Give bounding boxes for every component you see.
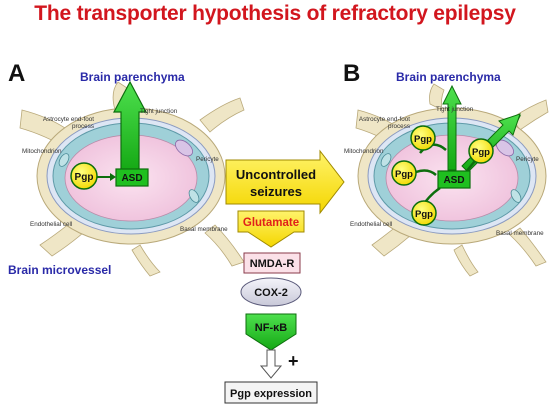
svg-text:Pgp: Pgp (395, 169, 413, 180)
panel-a-letter: A (8, 60, 26, 87)
panel-a-tight-junction-label: Tight junction (140, 108, 178, 115)
nfkb-text: NF-κB (255, 322, 287, 334)
pgp-expression-text: Pgp expression (230, 388, 312, 400)
astrocyte-process (204, 224, 245, 267)
panel-a-brain-parenchyma-label: Brain parenchyma (80, 70, 185, 84)
panel-a-asd-node: ASD (115, 168, 149, 187)
svg-text:Pgp: Pgp (415, 209, 433, 220)
astrocyte-process (131, 244, 161, 277)
panel-b-letter: B (343, 60, 361, 87)
svg-text:ASD: ASD (443, 175, 464, 186)
cox2-ellipse: COX-2 (240, 277, 302, 307)
panel-a-mitochondrion-label: Mitochondrion (22, 148, 62, 155)
nfkb-shape: NF-κB (245, 313, 297, 351)
panel-b-pgp-right: Pgp (468, 138, 494, 164)
astrocyte-process (199, 97, 245, 133)
nmda-r-box: NMDA-R (243, 252, 301, 274)
seizures-line1: Uncontrolled (236, 167, 316, 182)
panel-a-pericyte-label: Pericyte (196, 156, 219, 163)
panel-a-efflux-arrow (113, 80, 147, 173)
seizures-line2: seizures (250, 184, 302, 199)
figure-title: The transporter hypothesis of refractory… (34, 2, 516, 25)
panel-b-asd-node: ASD (437, 170, 471, 189)
uncontrolled-seizures-arrow: Uncontrolled seizures (225, 149, 345, 215)
glutamate-text: Glutamate (243, 217, 299, 229)
panel-a-asd-text: ASD (121, 173, 142, 184)
panel-b-pgp-bottom: Pgp (411, 200, 437, 226)
panel-b-pgp-top-left: Pgp (410, 125, 436, 151)
panel-a-basal-label: Basal membrane (180, 226, 228, 233)
svg-text:Pgp: Pgp (414, 134, 432, 145)
panel-b-mitochondrion-label: Mitochondrion (344, 148, 384, 155)
plus-sign: + (288, 351, 299, 371)
panel-a-endothelial-label: Endothelial cell (30, 221, 73, 228)
panel-b-brain-parenchyma-label: Brain parenchyma (396, 70, 501, 84)
pgp-expression-box: Pgp expression (224, 381, 318, 404)
nmda-r-text: NMDA-R (250, 258, 295, 270)
svg-text:Pgp: Pgp (472, 147, 490, 158)
cox2-text: COX-2 (254, 287, 288, 299)
panel-b-tight-junction-label: Tight junction (436, 106, 474, 113)
panel-b-pgp-left: Pgp (391, 160, 417, 186)
expression-down-arrow (259, 349, 283, 379)
panel-a-pgp-text: Pgp (75, 172, 94, 183)
brain-microvessel-label: Brain microvessel (8, 263, 112, 277)
glutamate-arrow: Glutamate (237, 210, 305, 248)
panel-b-pericyte-label: Pericyte (516, 156, 539, 163)
pericyte (175, 139, 193, 157)
panel-a-pgp-node: Pgp (70, 162, 98, 190)
panel-b-endothelial-label: Endothelial cell (350, 221, 393, 228)
panel-b-basal-label: Basal membrane (496, 230, 544, 237)
